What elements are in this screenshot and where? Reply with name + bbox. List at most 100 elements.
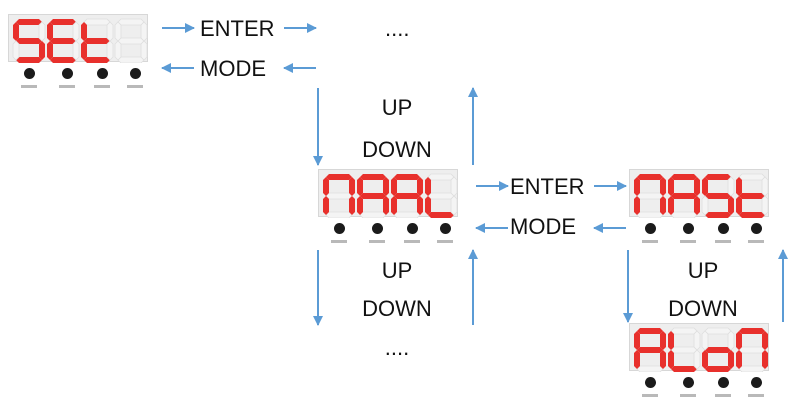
enter-button-icon[interactable] xyxy=(751,223,762,234)
up-button-icon[interactable] xyxy=(372,223,383,234)
button-caption xyxy=(331,240,347,243)
segment-d-unlit xyxy=(325,211,353,218)
segment-a-unlit xyxy=(670,327,698,335)
segment-f-lit xyxy=(702,177,708,196)
segment-a-lit xyxy=(671,174,697,180)
segment-e-lit xyxy=(357,196,363,215)
segment-a-lit xyxy=(50,19,76,25)
segment-c-lit xyxy=(728,196,734,215)
segment-e-lit xyxy=(668,196,674,215)
segment-a-lit xyxy=(16,19,42,25)
segment-c-unlit xyxy=(106,40,114,61)
segment-d-lit xyxy=(50,57,76,63)
segment-a-lit xyxy=(326,174,352,180)
segment-e-unlit xyxy=(701,195,709,216)
segment-d-lit xyxy=(705,212,731,218)
button-caption xyxy=(680,240,696,243)
lcd-display-set xyxy=(8,14,148,63)
segment-c-lit xyxy=(417,196,423,215)
segment-a-lit xyxy=(637,174,663,180)
up-button-icon[interactable] xyxy=(62,68,73,79)
segment-a-lit xyxy=(360,174,386,180)
button-caption xyxy=(369,240,385,243)
segment-a-unlit xyxy=(738,173,766,181)
up-button-icon[interactable] xyxy=(683,223,694,234)
segment-d-unlit xyxy=(636,365,664,372)
segment-c-lit xyxy=(39,41,45,60)
segment-b-lit xyxy=(349,177,355,196)
ellipsis-bottom: .... xyxy=(384,335,410,360)
segment-b-lit xyxy=(383,177,389,196)
panel-nast xyxy=(629,169,769,253)
segment-f-lit xyxy=(357,177,363,196)
down-button-icon[interactable] xyxy=(407,223,418,234)
enter-label-mid: ENTER xyxy=(510,174,585,199)
segment-g-unlit xyxy=(325,192,353,200)
segment-e-lit xyxy=(736,196,742,215)
panel-set xyxy=(8,14,148,98)
enter-button-icon[interactable] xyxy=(130,68,141,79)
segment-e-lit xyxy=(668,350,674,369)
down-button-icon[interactable] xyxy=(718,377,729,388)
segment-b-lit xyxy=(660,177,666,196)
segment-e-unlit xyxy=(114,40,122,61)
segment-e-lit xyxy=(736,350,742,369)
segment-a-lit xyxy=(739,328,765,334)
segment-d-unlit xyxy=(359,211,387,218)
segment-g-lit xyxy=(16,38,42,44)
segment-b-lit xyxy=(417,177,423,196)
button-caption xyxy=(404,240,420,243)
down-button-icon[interactable] xyxy=(718,223,729,234)
segment-g-unlit xyxy=(427,192,455,200)
panel-alon xyxy=(629,323,769,407)
lcd-display-naal xyxy=(318,169,458,218)
segment-b-unlit xyxy=(72,21,80,42)
segment-e-lit xyxy=(81,41,87,60)
segment-b-lit xyxy=(762,331,768,350)
mode-label-top: MODE xyxy=(200,56,266,81)
segment-b-unlit xyxy=(693,330,701,351)
segment-c-lit xyxy=(694,196,700,215)
segment-g-lit xyxy=(671,193,697,199)
segment-c-unlit xyxy=(761,195,769,216)
mode-button-icon[interactable] xyxy=(334,223,345,234)
segment-e-lit xyxy=(391,196,397,215)
up-label-left-1: UP xyxy=(381,95,413,120)
segment-e-unlit xyxy=(12,40,20,61)
segment-c-unlit xyxy=(693,349,701,370)
segment-f-lit xyxy=(668,177,674,196)
mode-button-icon[interactable] xyxy=(24,68,35,79)
segment-d-lit xyxy=(739,212,765,218)
segment-f-lit xyxy=(634,177,640,196)
button-caption xyxy=(94,85,110,88)
segment-g-lit xyxy=(637,347,663,353)
mode-button-icon[interactable] xyxy=(645,377,656,388)
enter-button-icon[interactable] xyxy=(751,377,762,388)
panel-naal xyxy=(318,169,458,253)
down-button-icon[interactable] xyxy=(97,68,108,79)
segment-b-lit xyxy=(694,177,700,196)
segment-d-lit xyxy=(84,57,110,63)
segment-c-lit xyxy=(660,350,666,369)
segment-f-lit xyxy=(736,177,742,196)
button-caption xyxy=(715,240,731,243)
segment-f-lit xyxy=(391,177,397,196)
segment-e-lit xyxy=(47,41,53,60)
up-button-icon[interactable] xyxy=(683,377,694,388)
segment-e-lit xyxy=(634,350,640,369)
enter-button-icon[interactable] xyxy=(440,223,451,234)
segment-g-unlit xyxy=(670,346,698,354)
segment-b-unlit xyxy=(727,330,735,351)
segment-d-lit xyxy=(671,366,697,372)
segment-f-unlit xyxy=(701,330,709,351)
mode-button-icon[interactable] xyxy=(645,223,656,234)
segment-d-unlit xyxy=(738,365,766,372)
ellipsis-top: .... xyxy=(385,16,410,41)
up-label-right: UP xyxy=(687,258,719,283)
segment-b-lit xyxy=(660,331,666,350)
segment-a-unlit xyxy=(704,327,732,335)
segment-c-lit xyxy=(762,350,768,369)
segment-g-lit xyxy=(84,38,110,44)
segment-a-lit xyxy=(394,174,420,180)
segment-b-unlit xyxy=(727,176,735,197)
